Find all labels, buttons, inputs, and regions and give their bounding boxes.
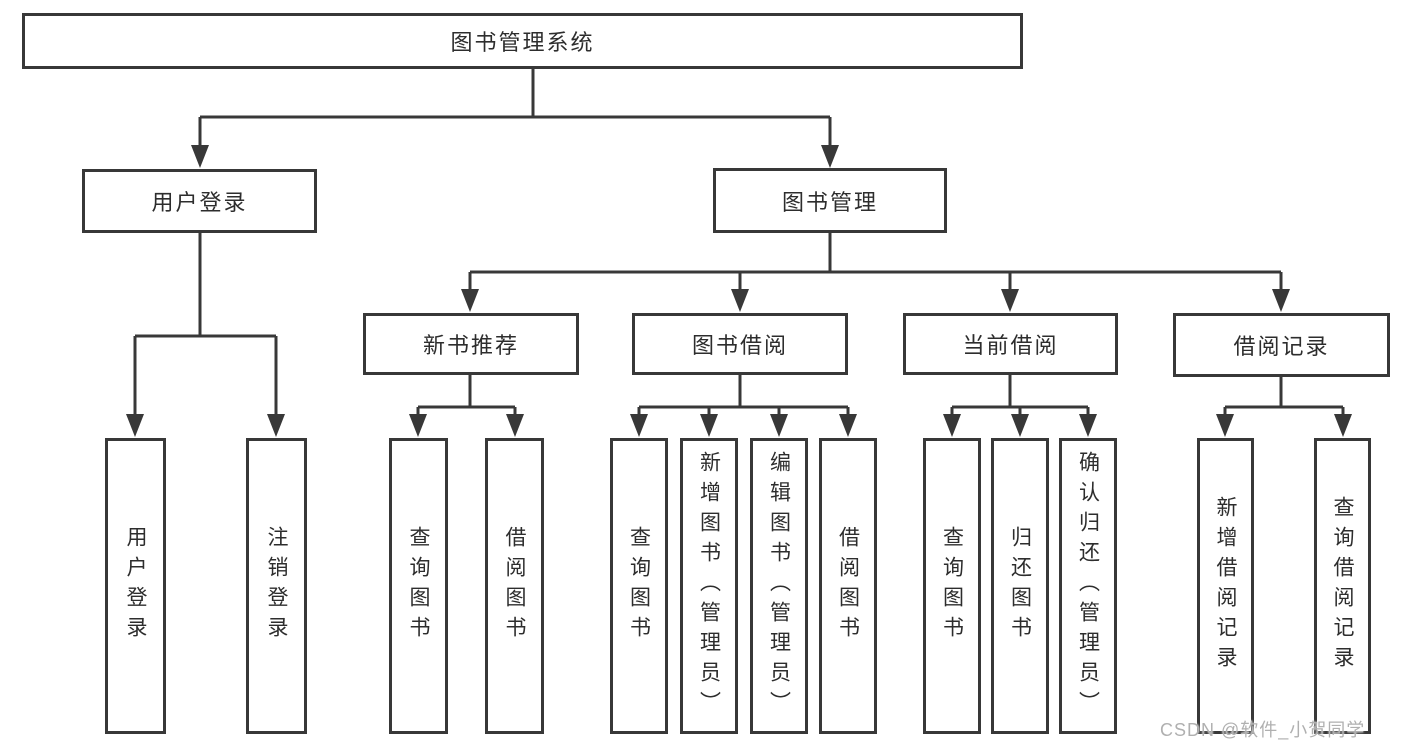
csdn-watermark: CSDN @软件_小贺同学 — [1160, 720, 1366, 740]
leaf-borrow-books-recommend: 借阅图书 — [485, 438, 544, 734]
connector-arrowheads — [126, 145, 1352, 437]
leaf-add-book-admin: 新增图书（管理员） — [680, 438, 738, 734]
connector-stems — [133, 69, 1345, 417]
node-book-management: 图书管理 — [713, 168, 947, 233]
leaf-query-books-current: 查询图书 — [923, 438, 981, 734]
leaf-confirm-return-admin: 确认归还（管理员） — [1059, 438, 1117, 734]
leaf-user-login: 用户登录 — [105, 438, 166, 734]
leaf-add-borrow-record: 新增借阅记录 — [1197, 438, 1254, 734]
leaf-edit-book-admin: 编辑图书（管理员） — [750, 438, 808, 734]
leaf-borrow-books-borrowing: 借阅图书 — [819, 438, 877, 734]
node-new-book-recommendation: 新书推荐 — [363, 313, 579, 375]
node-user-login: 用户登录 — [82, 169, 317, 233]
node-book-borrowing: 图书借阅 — [632, 313, 848, 375]
node-borrow-records: 借阅记录 — [1173, 313, 1390, 377]
leaf-query-books-recommend: 查询图书 — [389, 438, 448, 734]
leaf-return-books: 归还图书 — [991, 438, 1049, 734]
leaf-query-borrow-record: 查询借阅记录 — [1314, 438, 1371, 734]
leaf-query-books-borrowing: 查询图书 — [610, 438, 668, 734]
node-book-management-system: 图书管理系统 — [22, 13, 1023, 69]
leaf-logout-login: 注销登录 — [246, 438, 307, 734]
node-current-borrowing: 当前借阅 — [903, 313, 1118, 375]
